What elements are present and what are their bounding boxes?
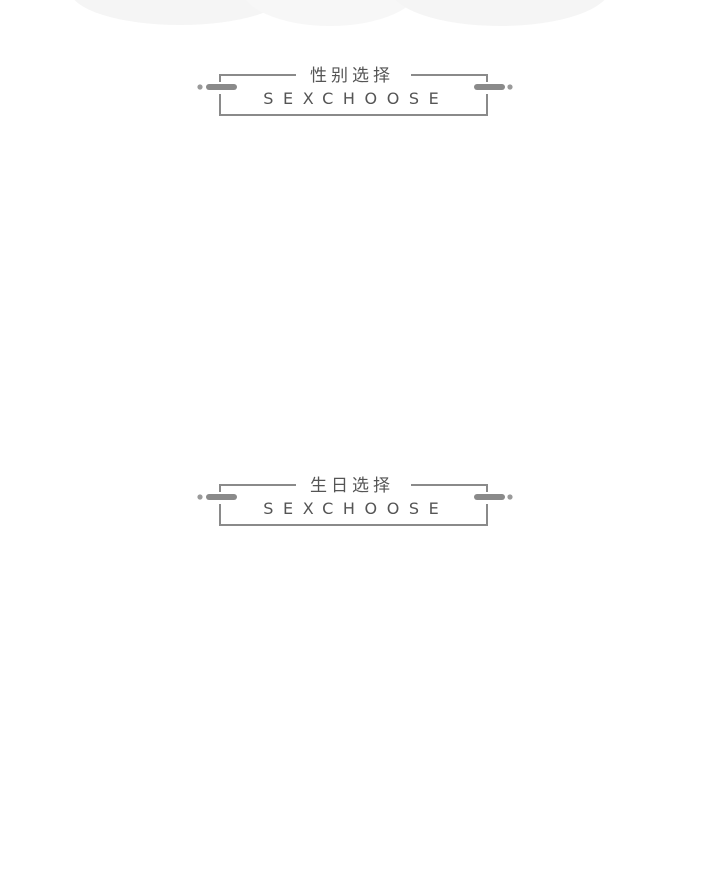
header-frame-gender — [197, 74, 513, 116]
birthday-selection-area — [40, 550, 662, 850]
section-header-gender: 性别选择 SEXCHOOSE — [0, 64, 702, 124]
gender-selection-area — [40, 140, 662, 440]
section-title-gender: 性别选择 — [306, 66, 396, 86]
top-decoration — [74, 0, 605, 26]
header-frame-birthday — [197, 484, 513, 526]
section-title-birthday: 生日选择 — [306, 476, 396, 496]
section-subtitle-birthday: SEXCHOOSE — [263, 499, 449, 518]
section-header-birthday: 生日选择 SEXCHOOSE — [0, 474, 702, 534]
section-subtitle-gender: SEXCHOOSE — [263, 89, 449, 108]
